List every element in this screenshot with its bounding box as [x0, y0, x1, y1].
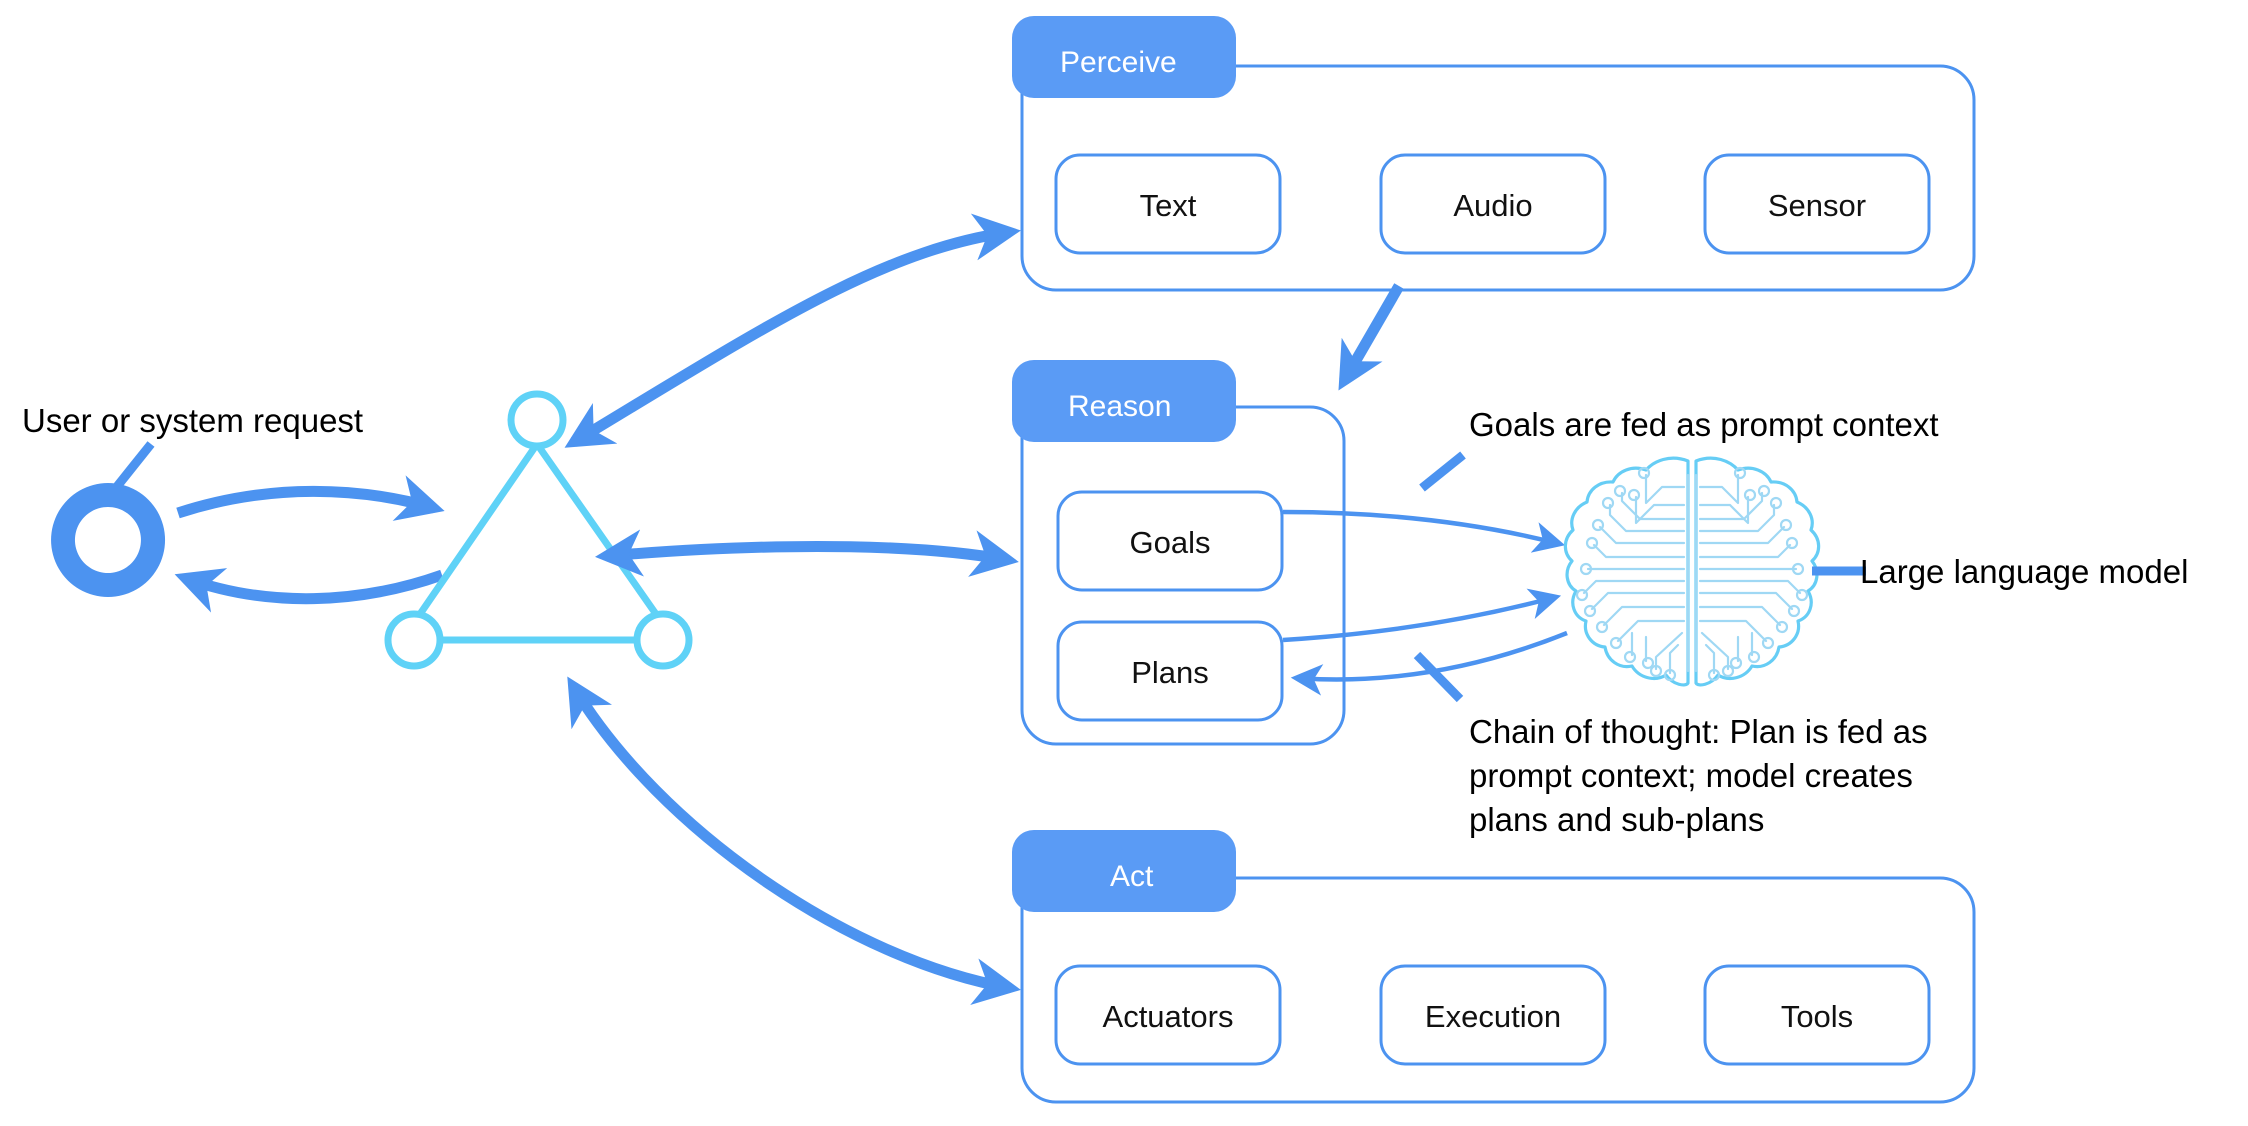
brain-right-traces: [1698, 466, 1809, 682]
agent-node-top: [507, 390, 567, 450]
act-header-label: Act: [1110, 860, 1154, 893]
perceive-item-audio-label: Audio: [1453, 188, 1532, 223]
reason-header-chip[interactable]: [1012, 360, 1236, 442]
perceive-item-sensor-box[interactable]: [1703, 153, 1931, 255]
annotation-llm: Large language model: [1812, 553, 2188, 590]
act-header-chip[interactable]: [1012, 830, 1236, 912]
arrow-agent-to-request: [174, 568, 444, 613]
perceive-outline: [1020, 64, 1976, 292]
perceive-item-text-label: Text: [1140, 188, 1197, 223]
chain-of-thought-line-3: plans and sub-plans: [1469, 801, 1764, 838]
llm-label: Large language model: [1860, 553, 2188, 590]
reason-item-goals-label: Goals: [1130, 525, 1211, 560]
act-item-execution-box[interactable]: [1379, 964, 1607, 1066]
perceive-item-sensor-label: Sensor: [1768, 188, 1866, 223]
reason-item-goals-box[interactable]: [1056, 490, 1284, 592]
perceive-item-text-box[interactable]: [1054, 153, 1282, 255]
agent-triangle: [384, 390, 693, 670]
triangle-edge-left: [414, 440, 541, 621]
agent-node-bottom-right: [633, 610, 693, 670]
arrow-agent-reason: [595, 529, 1019, 577]
act-item-actuators-box[interactable]: [1054, 964, 1282, 1066]
act-item-actuators-label: Actuators: [1103, 999, 1234, 1034]
group-reason[interactable]: Reason Goals Plans: [1012, 360, 1346, 746]
reason-header-label: Reason: [1068, 390, 1171, 423]
chain-of-thought-line-2: prompt context; model creates: [1469, 757, 1913, 794]
agent-node-bottom-left: [384, 610, 444, 670]
reason-outline: [1020, 405, 1346, 746]
triangle-edge-right: [533, 440, 662, 621]
user-request-label: User or system request: [22, 402, 363, 439]
user-request-cluster: User or system request: [22, 402, 363, 597]
arrow-agent-act: [567, 676, 1021, 1006]
act-item-tools-label: Tools: [1781, 999, 1853, 1034]
arrow-perceive-to-reason: [1338, 283, 1404, 391]
goals-context-label: Goals are fed as prompt context: [1469, 406, 1939, 443]
annotation-chain-of-thought: Chain of thought: Plan is fed as prompt …: [1413, 651, 1928, 838]
brain-llm-icon: [1563, 456, 1821, 687]
chain-of-thought-leader-line: [1413, 651, 1464, 703]
reason-item-plans-box[interactable]: [1056, 620, 1284, 722]
act-item-tools-box[interactable]: [1703, 964, 1931, 1066]
act-outline: [1020, 876, 1976, 1104]
annotation-goals-context: Goals are fed as prompt context: [1419, 406, 1939, 492]
perceive-header-chip[interactable]: [1012, 16, 1236, 98]
goals-context-leader-line: [1419, 451, 1466, 492]
perceive-header-label: Perceive: [1060, 46, 1177, 79]
perceive-item-audio-box[interactable]: [1379, 153, 1607, 255]
group-act[interactable]: Act Actuators Execution Tools: [1012, 830, 1976, 1104]
arrow-plans-to-brain: [1282, 588, 1562, 643]
user-request-leader-line: [111, 441, 155, 492]
arrow-goals-to-brain: [1282, 509, 1566, 553]
reason-item-plans-label: Plans: [1131, 655, 1209, 690]
brain-left-traces: [1575, 466, 1686, 682]
arrow-brain-to-plans: [1290, 630, 1568, 696]
group-perceive[interactable]: Perceive Text Audio Sensor: [1012, 16, 1976, 292]
chain-of-thought-line-1: Chain of thought: Plan is fed as: [1469, 713, 1928, 750]
arrow-agent-perceive: [564, 213, 1021, 448]
arrow-request-to-agent: [176, 475, 445, 521]
act-item-execution-label: Execution: [1425, 999, 1561, 1034]
user-request-donut-icon: [51, 483, 166, 597]
